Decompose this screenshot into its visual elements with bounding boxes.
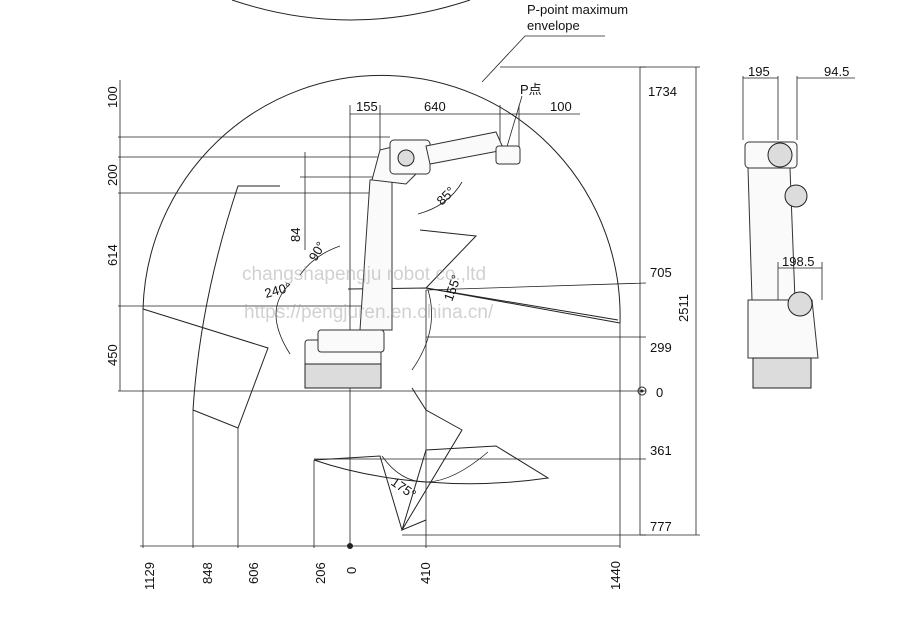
watermark-line2: https://pengjuren.en.china.cn/	[244, 302, 494, 323]
callout-leader	[481, 35, 605, 151]
vertical-reference-lines	[119, 66, 700, 548]
callout-line2: envelope	[527, 18, 580, 33]
p-point-label: P点	[520, 82, 542, 97]
angle-240: 240°	[263, 279, 293, 300]
angle-85: 85°	[434, 184, 459, 209]
dim-right-2511: 2511	[676, 294, 691, 322]
angle-arcs	[275, 181, 489, 483]
robot-front-view	[304, 131, 647, 549]
reference-lines	[118, 66, 647, 536]
dim-bottom-1440: 1440	[608, 561, 623, 590]
robot-side-view	[742, 76, 855, 389]
dim-side-94-5: 94.5	[824, 64, 849, 79]
dim-side-195: 195	[748, 64, 770, 79]
dim-right-777: 777	[650, 519, 672, 534]
dim-left-84: 84	[288, 228, 303, 242]
dim-bottom-606: 606	[246, 562, 261, 584]
dim-top-640: 640	[424, 99, 446, 114]
dim-top-155: 155	[356, 99, 378, 114]
watermark-line1: changshapengju robot co.,ltd	[242, 264, 486, 285]
dim-right-705: 705	[650, 265, 672, 280]
angle-90: 90°	[306, 239, 329, 264]
dim-bottom-0: 0	[344, 567, 359, 574]
dim-bottom-410: 410	[418, 562, 433, 584]
dim-right-1734: 1734	[648, 84, 677, 99]
dim-right-299: 299	[650, 340, 672, 355]
dim-top-100: 100	[550, 99, 572, 114]
dim-bottom-848: 848	[200, 562, 215, 584]
dim-bottom-206: 206	[313, 562, 328, 584]
dim-right-0: 0	[656, 385, 663, 400]
dim-side-198-5: 198.5	[782, 254, 815, 269]
dim-left-100: 100	[105, 86, 120, 108]
dim-left-614: 614	[105, 244, 120, 266]
dim-right-361: 361	[650, 443, 672, 458]
p-point-envelope	[142, 74, 621, 532]
dim-left-200: 200	[105, 164, 120, 186]
top-partial-arc	[231, 0, 471, 21]
callout-line1: P-point maximum	[527, 2, 628, 17]
dim-bottom-1129: 1129	[142, 562, 157, 590]
dim-left-450: 450	[105, 344, 120, 366]
